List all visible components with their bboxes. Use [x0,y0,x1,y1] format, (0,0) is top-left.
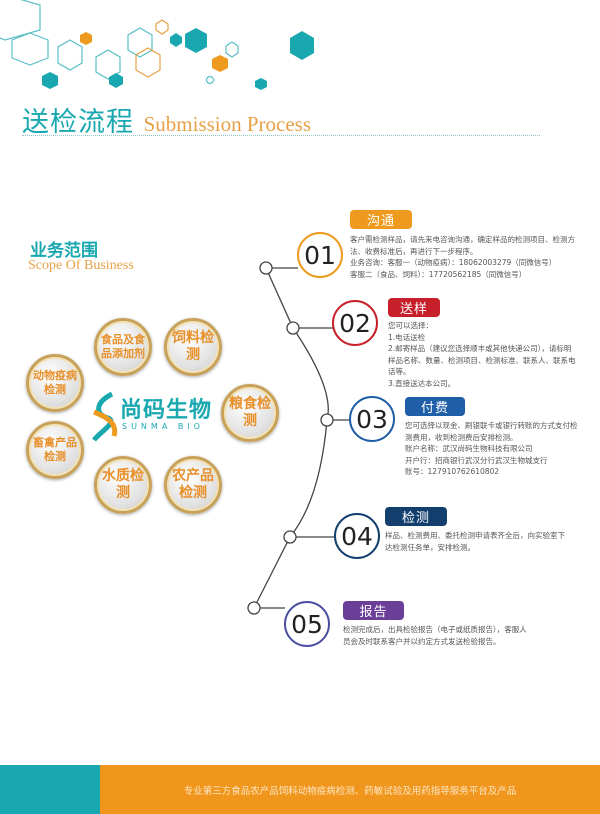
sunma-logo: 尚码生物 SUNMA BIO [90,392,220,442]
title-en: Submission Process [143,112,312,136]
step-text: 1.电话送检 [388,332,426,342]
scope-agri: 农产品检测 [164,456,222,514]
logo-cn: 尚码生物 [120,398,213,423]
step-text: 3.直接送达本公司。 [388,378,456,388]
footer-text: 专业第三方食品农产品饲料动物疫病检测、药敏试验及用药指导服务平台及产品 [183,785,517,797]
step-text: 业务咨询：客服一（动物疫病）：18062003279（同微信号） [350,258,557,268]
step-text: 账号：127910762610802 [405,467,500,477]
scope-feed: 饲料检测 [164,318,222,376]
step-number: 04 [334,513,380,559]
hexagon-decoration [0,0,314,90]
scope-grain: 粮食检测 [221,384,279,442]
logo-en: SUNMA BIO [122,422,204,431]
step-text: 2.邮寄样品（建议您选择顺丰或其他快递公司），请标明样品名称、数量、检测项目、检… [388,344,576,377]
step-number: 05 [284,601,330,647]
step-text: 样品、检测费用、委托检测申请表齐全后，向实验室下达检测任务单，安排检测。 [385,531,565,552]
step-number: 02 [332,300,378,346]
step-text: 您可选择以现金、刷银联卡或银行转账的方式支付检测费用，收到检测费后安排检测。 [405,421,578,442]
step-text: 账户名称：武汉尚码生物科技有限公司 [405,444,533,454]
scope-water: 水质检测 [94,456,152,514]
scope-food: 食品及食品添加剂 [94,318,152,376]
dna-logo-icon [92,392,118,442]
scope-title: 业务范围 [30,241,98,261]
title-cn: 送检流程 [22,107,134,138]
step-text: 检测完成后，出具检验报告（电子或纸质报告），客服人员会及时联系客户并以约定方式发… [343,625,527,646]
step-number: 01 [297,232,343,278]
step-number: 03 [349,396,395,442]
scope-animal-disease: 动物疫病检测 [26,354,84,412]
footer-accent [0,765,100,814]
step-text: 您可以选择： [388,321,433,330]
step-label: 报告 [343,601,404,620]
page-title: 送检流程 Submission Process [22,100,311,139]
step-label: 检测 [385,507,447,526]
scope-subtitle: Scope Of Business [28,258,134,273]
step-text: 客户需检测样品，请先来电咨询沟通，确定样品的检测项目、检测方法、收费标准后，再进… [350,235,575,256]
step-label: 沟通 [350,210,412,229]
step-text: 开户行：招商银行武汉分行武汉生物城支行 [405,455,548,465]
footer-banner: 专业第三方食品农产品饲料动物疫病检测、药敏试验及用药指导服务平台及产品 [100,765,600,814]
step-text: 客服二（食品、饲料）：17720562185（同微信号） [350,269,527,279]
scope-livestock: 畜禽产品检测 [26,421,84,479]
step-label: 送样 [388,298,440,317]
title-divider [22,135,540,136]
step-label: 付费 [405,397,465,416]
